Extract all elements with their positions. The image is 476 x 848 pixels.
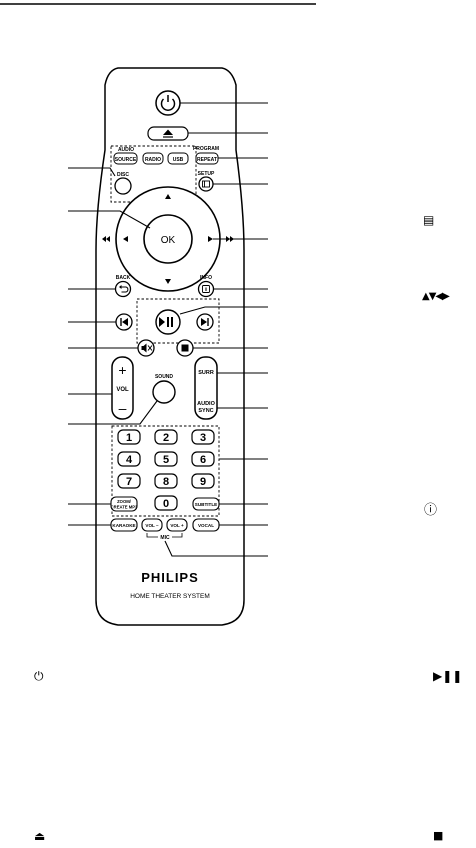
disc-label: DISC <box>117 172 129 178</box>
svg-text:KARAOKE: KARAOKE <box>112 523 135 528</box>
karaoke-button[interactable]: KARAOKE <box>110 518 138 532</box>
svg-text:0: 0 <box>163 498 169 510</box>
svg-text:ZOOM/: ZOOM/ <box>117 499 132 504</box>
setup-icon: ▤ <box>423 213 435 227</box>
play-pause-icon: ▶❚❚ <box>433 669 463 683</box>
mute-button[interactable] <box>137 339 155 357</box>
svg-text:2: 2 <box>163 432 169 444</box>
program-label: PROGRAM <box>193 146 219 152</box>
info-icon: ⓘ <box>424 503 438 518</box>
sound-label: SOUND <box>155 374 173 380</box>
number-key-4[interactable]: 4 <box>117 451 141 467</box>
info-label: INFO <box>200 275 212 281</box>
info-button[interactable] <box>197 280 215 298</box>
eject-button[interactable] <box>147 126 189 141</box>
mic-label: MIC <box>160 535 170 541</box>
brand-logo: PHILIPS <box>141 570 199 585</box>
number-pad-outline <box>111 425 220 517</box>
back-label: BACK <box>116 275 131 281</box>
number-key-9[interactable]: 9 <box>191 473 215 489</box>
svg-text:REPEAT: REPEAT <box>197 157 217 163</box>
repeat-button[interactable]: REPEAT <box>195 152 219 165</box>
svg-text:VOCAL: VOCAL <box>198 523 214 528</box>
number-key-1[interactable]: 1 <box>117 429 141 445</box>
usb-button[interactable]: USB <box>167 152 189 165</box>
svg-text:9: 9 <box>200 476 206 488</box>
svg-text:SUBTITLE: SUBTITLE <box>195 502 217 507</box>
subtitle-button[interactable]: SUBTITLE <box>192 497 220 511</box>
stop-icon: ■ <box>433 829 444 842</box>
svg-text:6: 6 <box>200 454 206 466</box>
back-button[interactable] <box>114 280 132 298</box>
power-button[interactable] <box>155 90 181 116</box>
source-group-outline <box>110 145 197 203</box>
svg-text:SOURCE: SOURCE <box>115 157 137 163</box>
navigation-arrows-icon: ▲▼◀▶ <box>422 291 450 302</box>
audio-sync-label-bottom: SYNC <box>198 408 213 414</box>
number-key-2[interactable]: 2 <box>154 429 178 445</box>
svg-text:CREATE MP3: CREATE MP3 <box>111 505 138 510</box>
volume-minus-label: – <box>119 400 127 416</box>
number-key-0[interactable]: 0 <box>154 495 178 511</box>
model-text: HOME THEATER SYSTEM <box>130 593 210 600</box>
number-key-5[interactable]: 5 <box>154 451 178 467</box>
number-key-7[interactable]: 7 <box>117 473 141 489</box>
fast-rewind-icon <box>102 236 110 242</box>
volume-rocker[interactable]: + VOL – <box>111 356 134 420</box>
setup-label: SETUP <box>198 171 215 177</box>
stop-button[interactable] <box>176 339 194 357</box>
mic-bracket <box>146 533 183 538</box>
svg-text:RADIO: RADIO <box>145 157 161 163</box>
next-button[interactable] <box>196 313 214 331</box>
number-pad: 1 2 3 4 5 6 7 8 9 0 <box>117 429 215 511</box>
audio-sync-label-top: AUDIO <box>197 401 215 407</box>
vocal-button[interactable]: VOCAL <box>192 518 220 532</box>
eject-icon: ⏏ <box>34 829 46 843</box>
svg-text:8: 8 <box>163 476 169 488</box>
setup-button[interactable] <box>198 176 214 192</box>
svg-text:7: 7 <box>126 476 132 488</box>
surround-rocker[interactable]: SURR AUDIO SYNC <box>194 356 218 420</box>
previous-button[interactable] <box>115 313 133 331</box>
power-icon: ⏻ <box>34 669 44 683</box>
svg-text:USB: USB <box>173 157 184 163</box>
disc-button[interactable] <box>114 177 132 195</box>
ok-button[interactable]: OK <box>143 214 193 264</box>
svg-text:VOL +: VOL + <box>170 523 184 528</box>
svg-text:3: 3 <box>200 432 206 444</box>
volume-label: VOL <box>116 387 129 393</box>
svg-text:OK: OK <box>161 235 176 246</box>
play-pause-button[interactable] <box>155 309 181 335</box>
mic-volume-minus-button[interactable]: VOL – <box>141 518 163 532</box>
source-button[interactable]: SOURCE <box>113 152 138 165</box>
surr-label: SURR <box>198 370 214 376</box>
svg-text:1: 1 <box>126 432 132 444</box>
mic-volume-plus-button[interactable]: VOL + <box>166 518 188 532</box>
number-key-6[interactable]: 6 <box>191 451 215 467</box>
radio-button[interactable]: RADIO <box>142 152 164 165</box>
number-key-3[interactable]: 3 <box>191 429 215 445</box>
callout-lines <box>68 102 268 557</box>
audio-label: AUDIO <box>118 147 134 153</box>
svg-text:5: 5 <box>163 454 169 466</box>
number-key-8[interactable]: 8 <box>154 473 178 489</box>
zoom-create-mp3-button[interactable]: ZOOM/ CREATE MP3 <box>110 496 138 512</box>
svg-text:VOL –: VOL – <box>145 523 159 528</box>
svg-text:4: 4 <box>126 454 133 466</box>
sound-button[interactable] <box>152 380 176 404</box>
volume-plus-label: + <box>118 362 126 378</box>
